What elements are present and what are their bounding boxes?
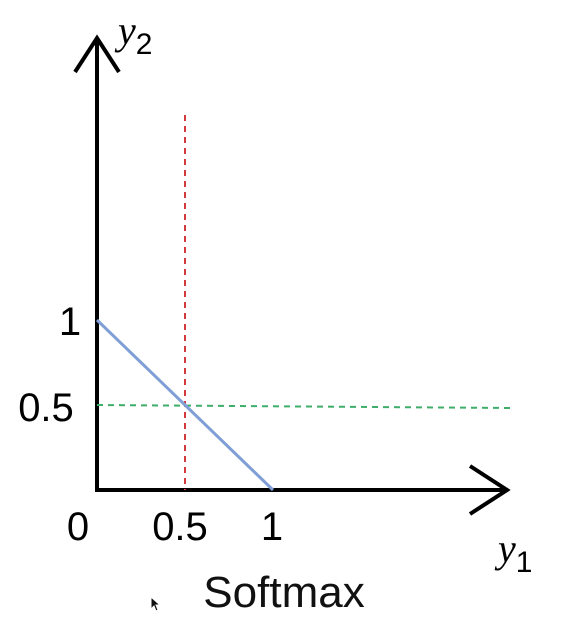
y-tick-label-0.5: 0.5 <box>18 386 74 430</box>
x-tick-label-0.5: 0.5 <box>152 505 208 549</box>
x-tick-label-1: 1 <box>261 505 283 549</box>
x-tick-label-0: 0 <box>67 505 89 549</box>
y-threshold-dashed-line <box>96 404 511 409</box>
y-axis-label: y2 <box>114 8 152 61</box>
mouse-cursor-icon <box>150 596 162 612</box>
constraint-line <box>95 318 275 492</box>
diagram-caption: Softmax <box>203 568 365 617</box>
x-axis-label: y1 <box>494 526 532 579</box>
x-axis-arrowhead <box>468 464 511 516</box>
y-tick-label-1: 1 <box>59 300 81 344</box>
y-axis-arrowhead <box>73 34 121 74</box>
